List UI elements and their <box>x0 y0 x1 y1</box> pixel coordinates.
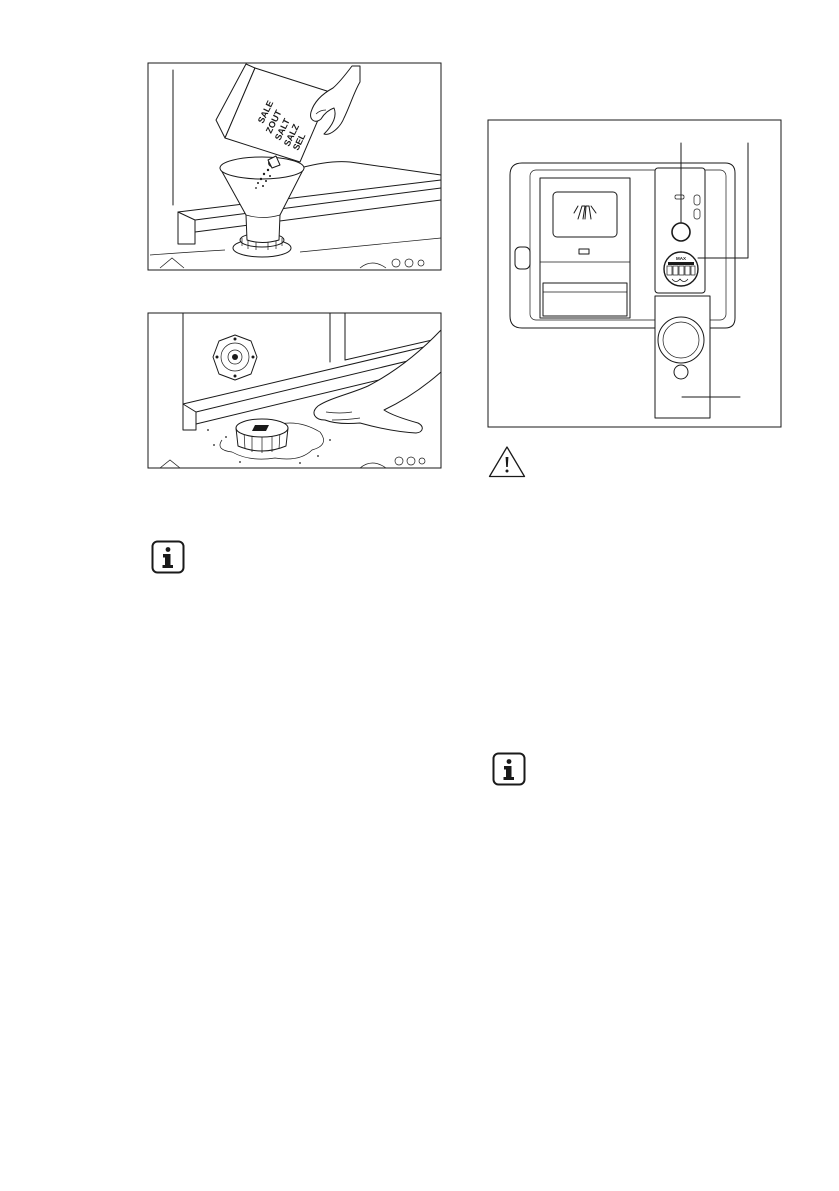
floor-mark <box>419 458 425 464</box>
figure-detergent-dispenser: MAX <box>488 120 781 427</box>
lid-ring-outer <box>658 317 704 363</box>
info-icon <box>494 754 525 785</box>
rail-top <box>178 180 441 212</box>
rail-end <box>178 212 195 244</box>
hand <box>314 330 441 433</box>
spray-hub <box>213 335 257 380</box>
tub-floor <box>160 460 386 468</box>
rail-mid <box>195 188 441 220</box>
compartment-lower <box>543 283 627 316</box>
tub-corner-lines <box>330 313 345 362</box>
rail-bottom <box>195 200 441 232</box>
floor-mark <box>405 259 413 267</box>
funnel-top <box>220 157 304 179</box>
floor-mark <box>418 260 424 266</box>
figure-wipe-salt <box>148 313 441 468</box>
release-button <box>672 223 690 241</box>
floor-mark <box>392 259 400 267</box>
floor-mark <box>407 457 415 465</box>
warning-icon <box>490 447 525 477</box>
rinse-aid-dial: MAX <box>664 252 698 286</box>
tub-back-edge <box>300 162 441 175</box>
lid-latch <box>579 249 589 254</box>
hand <box>311 66 360 134</box>
info-icon <box>153 542 184 573</box>
dial-scale <box>668 262 694 265</box>
rail-end <box>183 404 196 430</box>
figure-salt-filling: SALE ZOUT SALT SALZ SEL <box>148 63 441 270</box>
tub-floor <box>150 238 441 268</box>
floor-mark <box>395 457 403 465</box>
lid-seal <box>674 365 688 379</box>
panel-handle <box>515 247 530 269</box>
dial-label: MAX <box>676 256 686 261</box>
